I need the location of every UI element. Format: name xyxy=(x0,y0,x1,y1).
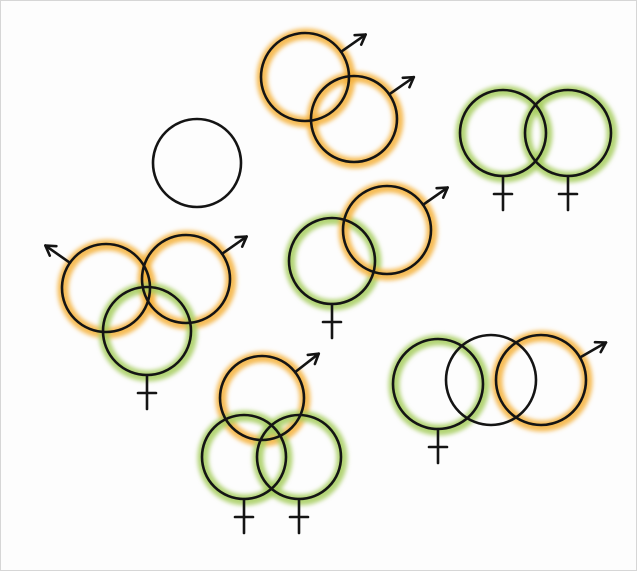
plain-circle-icon xyxy=(446,335,536,425)
plain-circle-icon xyxy=(153,119,241,207)
single-circle-group xyxy=(153,119,241,207)
